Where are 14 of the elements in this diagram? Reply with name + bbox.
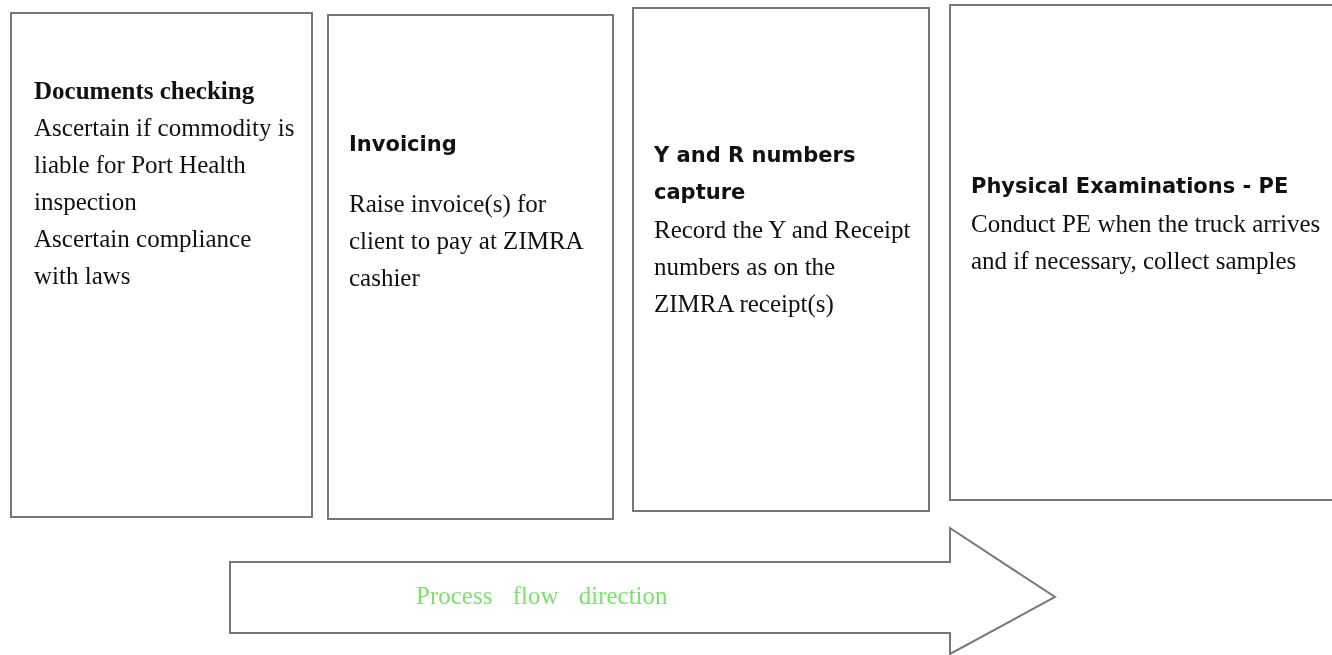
process-box bbox=[949, 4, 1332, 501]
step-description: Raise invoice(s) for client to pay at ZIMRA cashier bbox=[349, 189, 584, 293]
process-box bbox=[327, 14, 614, 520]
step-heading: Documents checking bbox=[34, 76, 256, 106]
step-description: Conduct PE when the truck arrives and if necessary, collect samples bbox=[971, 209, 1322, 276]
step-heading: Physical Examinations - PE bbox=[971, 173, 1290, 200]
step-heading: Y and R numbers capture bbox=[654, 142, 857, 206]
step-heading: Invoicing bbox=[349, 131, 458, 158]
process-box bbox=[10, 12, 313, 518]
step-description: Ascertain compliance with laws bbox=[34, 224, 253, 291]
step-description: Ascertain if commodity is liable for Port Health inspection bbox=[34, 113, 295, 217]
process-box bbox=[632, 7, 930, 512]
step-description: Record the Y and Receipt numbers as on the ZIMRA receipt(s) bbox=[654, 215, 912, 320]
arrow-label: Process flow direction bbox=[416, 582, 668, 610]
